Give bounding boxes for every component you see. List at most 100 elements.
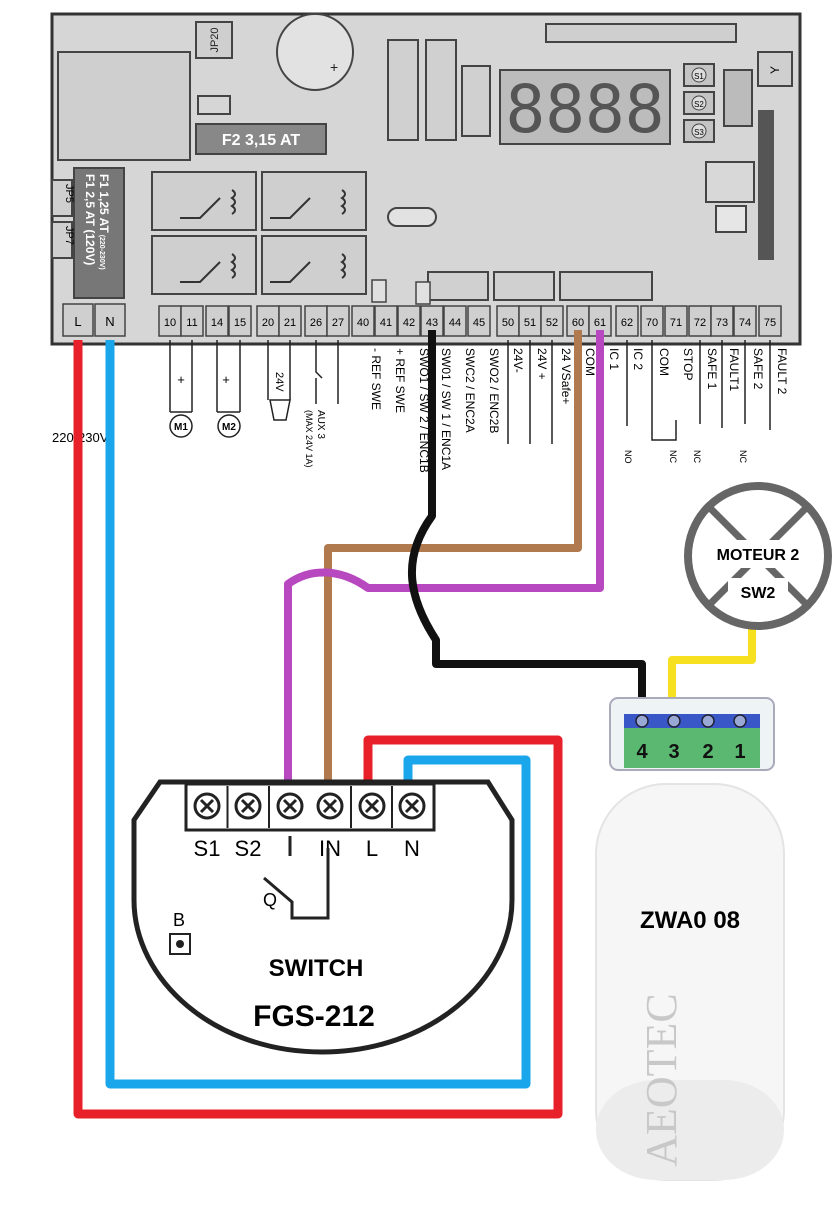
terminal-label: 73	[716, 317, 728, 329]
wire-label-ic1: IC 1	[607, 348, 621, 370]
svg-text:+: +	[177, 372, 185, 387]
terminal-label: 75	[764, 317, 776, 329]
aux3-label: AUX 3	[315, 410, 326, 439]
motor-m1-label: M1	[174, 422, 188, 433]
wire-label-ref-swe-plus: + REF SWE	[393, 348, 407, 413]
terminal-52	[540, 305, 564, 337]
sensor-terminal-label: 4	[636, 741, 648, 763]
relay-terminal-label: S1	[194, 836, 221, 861]
capacitor-plus: +	[330, 59, 338, 75]
lamp-icon	[269, 399, 291, 421]
sensor-screw-icon	[733, 714, 747, 728]
wire-label-fault2: FAULT 2	[775, 348, 789, 395]
terminal-label: 70	[646, 317, 658, 329]
control-board: JP20 + F2 3,15 AT 8888 S1 S2 S3 Y	[50, 12, 802, 346]
fuse-f1-a: F1 1,25 AT(220-230V)	[97, 174, 111, 270]
terminal-45	[467, 305, 491, 337]
oval-component	[387, 207, 437, 227]
terminal-label: 43	[426, 317, 438, 329]
component-a	[387, 39, 419, 141]
nc-label-1: NC	[668, 450, 678, 463]
terminal-label: 27	[332, 317, 344, 329]
jp20-box	[195, 21, 233, 59]
jp5-label: JP5	[63, 184, 75, 203]
terminal-75	[758, 305, 782, 337]
terminal-62	[615, 305, 639, 337]
motor2-sw: SW2	[741, 585, 776, 602]
terminal-11	[180, 305, 204, 337]
terminal-label: 61	[594, 317, 606, 329]
terminal-label: 44	[449, 317, 461, 329]
wire-label-com2: COM	[657, 348, 671, 376]
terminal-block-top	[624, 714, 760, 728]
jp20-label: JP20	[209, 27, 221, 52]
sensor-screw-icon	[667, 714, 681, 728]
wire-label-v24-plus: 24V +	[535, 348, 549, 380]
side-connector	[757, 51, 793, 87]
sensor-terminal-label: 3	[668, 741, 679, 763]
terminal-label: 71	[670, 317, 682, 329]
fuse-f1-b: F1 2,5 AT (120V)	[83, 174, 97, 265]
power-terminal	[62, 303, 94, 337]
vertical-connector	[758, 110, 774, 260]
terminal-block-body	[624, 728, 760, 768]
terminal-44	[443, 305, 467, 337]
fuse-f1-box	[73, 167, 125, 299]
terminal-label: 20	[262, 317, 274, 329]
terminal-42	[397, 305, 421, 337]
motor2: MOTEUR 2 SW2	[684, 482, 832, 630]
terminal-27	[326, 305, 350, 337]
power-terminal-label: N	[105, 314, 114, 329]
terminal-label: 74	[739, 317, 751, 329]
wire-label-swo2: SWO2 / ENC2B	[487, 348, 501, 433]
relay-name: SWITCH	[269, 955, 364, 982]
nc-label-3: NC	[738, 450, 748, 463]
board-buttons: S1 S2 S3	[683, 63, 715, 143]
transformer-box	[57, 51, 191, 161]
button-s2-label: S2	[694, 100, 704, 109]
relays	[151, 171, 367, 295]
terminal-label: 72	[694, 317, 706, 329]
motor-m2-label: M2	[222, 422, 236, 433]
terminal-40	[351, 305, 375, 337]
jp7-label: JP7	[63, 226, 75, 245]
terminal-73	[710, 305, 734, 337]
wire-43	[407, 330, 646, 716]
sensor-model: ZWA0 08	[640, 907, 740, 934]
board-wiring-legend	[169, 340, 771, 444]
side-y-label: Y	[768, 66, 782, 74]
terminal-label: 14	[211, 317, 223, 329]
wire-label-safe1: SAFE 1	[705, 348, 719, 390]
terminal-21	[278, 305, 302, 337]
power-terminal	[94, 303, 126, 337]
power-terminal-label: L	[74, 314, 81, 329]
no-label: NO	[623, 450, 633, 464]
component-c	[461, 65, 491, 137]
terminal-74	[733, 305, 757, 337]
display-frame	[499, 69, 671, 145]
wire-live	[73, 340, 563, 1119]
header-strip	[545, 23, 737, 43]
wire-label-sw-45: SWC2 / ENC2A	[463, 348, 477, 433]
terminal-label: 60	[572, 317, 584, 329]
terminal-label: 52	[546, 317, 558, 329]
component-b	[425, 39, 457, 141]
relay-model: FGS-212	[253, 1000, 375, 1033]
terminal-14	[205, 305, 229, 337]
wire-label-ref-swe-minus: - REF SWE	[369, 348, 383, 410]
button-s1-label: S1	[694, 72, 704, 81]
wire-label-v24-minus: 24V-	[511, 348, 525, 373]
fuse-f2-box	[195, 123, 327, 155]
terminal-label: 15	[234, 317, 246, 329]
lamp-24v-label: 24V	[273, 372, 285, 392]
capacitor	[276, 13, 354, 91]
wire-neutral	[105, 340, 531, 1089]
terminal-label: 62	[621, 317, 633, 329]
relay-terminal-strip	[184, 782, 436, 832]
terminal-label: 21	[284, 317, 296, 329]
